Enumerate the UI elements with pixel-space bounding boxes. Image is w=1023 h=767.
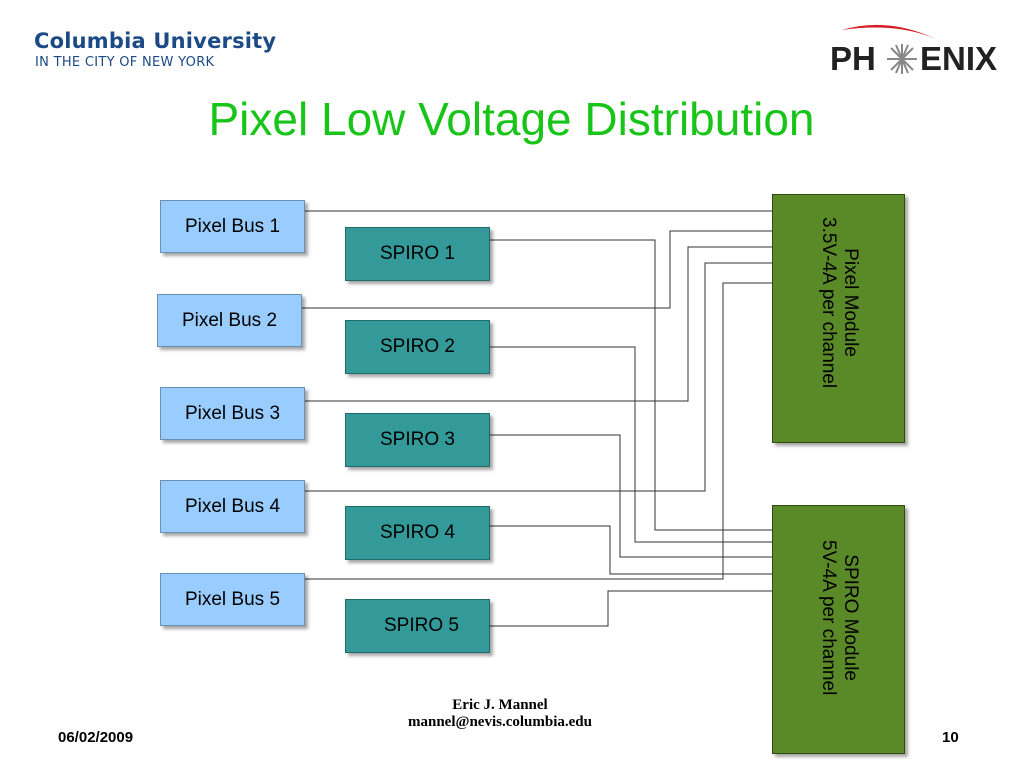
pixel-bus-2: Pixel Bus 2 bbox=[157, 294, 302, 347]
wire-group bbox=[302, 210, 772, 627]
footer-date: 06/02/2009 bbox=[58, 729, 134, 746]
spiro-1-label: SPIRO 1 bbox=[380, 243, 455, 264]
wire-spiro3 bbox=[490, 434, 772, 558]
spiro-4-label: SPIRO 4 bbox=[380, 522, 455, 543]
pixel-module-line2: 3.5V-4A per channel bbox=[817, 217, 839, 389]
logo-text-right: ENIX bbox=[920, 40, 997, 77]
wire-bus5 bbox=[305, 282, 772, 580]
spiro-2-label: SPIRO 2 bbox=[380, 336, 455, 357]
footer-email: mannel@nevis.columbia.edu bbox=[408, 714, 592, 730]
pixel-module-text: Pixel Module 3.5V-4A per channel bbox=[817, 217, 861, 388]
spiro-module: SPIRO Module 5V-4A per channel bbox=[772, 505, 905, 754]
pixel-bus-3-label: Pixel Bus 3 bbox=[184, 402, 281, 424]
wire-spiro4 bbox=[490, 525, 772, 575]
logo-swoosh-icon bbox=[842, 24, 938, 40]
spiro-4: SPIRO 4 bbox=[345, 506, 490, 560]
spiro-1: SPIRO 1 bbox=[345, 227, 490, 281]
pixel-bus-4: Pixel Bus 4 bbox=[160, 480, 305, 533]
spiro-3: SPIRO 3 bbox=[345, 413, 490, 467]
wire-bus4 bbox=[305, 262, 772, 492]
pixel-bus-4-label: Pixel Bus 4 bbox=[184, 495, 281, 517]
wire-spiro2 bbox=[490, 346, 772, 543]
logo-sun-icon bbox=[887, 44, 917, 74]
pixel-module: Pixel Module 3.5V-4A per channel bbox=[772, 194, 905, 443]
slide-title: Pixel Low Voltage Distribution bbox=[208, 93, 815, 145]
spiro-module-line2: 5V-4A per channel bbox=[817, 540, 839, 696]
footer-author: Eric J. Mannel bbox=[452, 697, 548, 713]
pixel-bus-1-label: Pixel Bus 1 bbox=[184, 215, 281, 237]
pixel-bus-3: Pixel Bus 3 bbox=[160, 387, 305, 440]
pixel-module-line1: Pixel Module bbox=[839, 248, 861, 357]
spiro-5: SPIRO 5 bbox=[345, 599, 490, 653]
spiro-3-label: SPIRO 3 bbox=[380, 429, 455, 450]
footer-author-block: Eric J. Mannel mannel@nevis.columbia.edu bbox=[380, 697, 620, 731]
university-name: Columbia University bbox=[34, 29, 277, 53]
spiro-2: SPIRO 2 bbox=[345, 320, 490, 374]
pixel-bus-1: Pixel Bus 1 bbox=[160, 200, 305, 253]
pixel-bus-5-label: Pixel Bus 5 bbox=[184, 588, 281, 610]
wire-bus3 bbox=[305, 246, 772, 402]
wire-spiro5 bbox=[490, 590, 772, 627]
spiro-module-text: SPIRO Module 5V-4A per channel bbox=[817, 540, 861, 695]
pixel-bus-2-label: Pixel Bus 2 bbox=[181, 309, 278, 331]
spiro-5-label: SPIRO 5 bbox=[384, 615, 459, 636]
phenix-logo: PH ENIX bbox=[830, 24, 997, 77]
pixel-bus-5: Pixel Bus 5 bbox=[160, 573, 305, 626]
wire-bus2 bbox=[302, 230, 772, 309]
logo-text-left: PH bbox=[830, 40, 876, 77]
university-subtitle: IN THE CITY OF NEW YORK bbox=[35, 55, 215, 70]
wire-spiro1-top bbox=[490, 239, 772, 531]
page-number: 10 bbox=[942, 729, 959, 746]
spiro-module-line1: SPIRO Module bbox=[839, 554, 861, 682]
